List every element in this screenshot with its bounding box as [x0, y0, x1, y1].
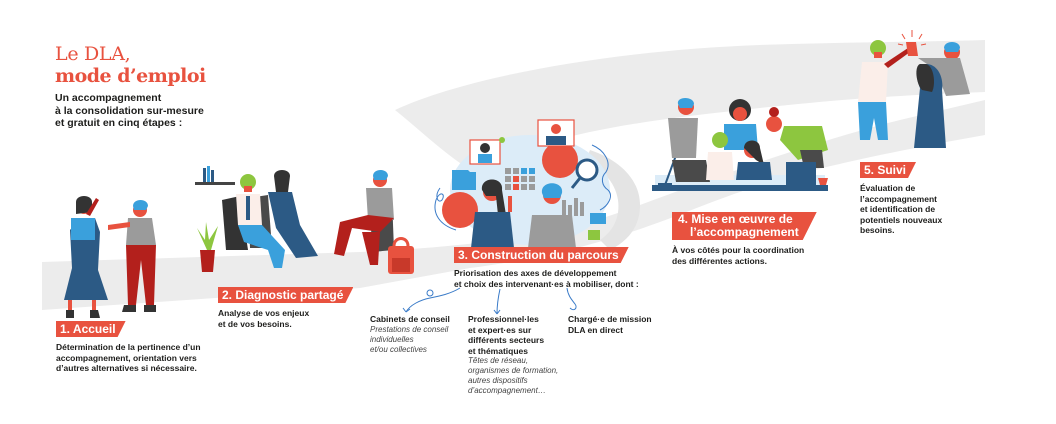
cup-icon: [818, 178, 828, 185]
step-2: 2. Diagnostic partagé Analyse de vos enj…: [218, 286, 378, 329]
plant-icon: [197, 222, 218, 272]
pointer-arrows: [402, 287, 577, 315]
page-title-line1: Le DLA,: [55, 43, 131, 65]
desk: [652, 185, 828, 191]
step-4: 4. Mise en œuvre de l’accompagnement À v…: [672, 212, 852, 266]
step1-illustration: [64, 196, 156, 318]
chart-icon: [562, 198, 584, 216]
calendar-icon: [505, 168, 535, 190]
step4-illustration: [652, 98, 828, 191]
folder-icon: [452, 170, 476, 190]
swoosh-curl: [585, 150, 640, 250]
laptop-icon: [672, 160, 710, 182]
step-3-description: Priorisation des axes de développement e…: [454, 268, 639, 289]
step-3: 3. Construction du parcours Priorisation…: [454, 246, 674, 289]
step-5-label: 5. Suivi: [860, 162, 916, 178]
box-icon: [71, 218, 95, 240]
step-4-description: À vos côtés pour la coordination des dif…: [672, 245, 805, 266]
step-1: 1. Accueil Détermination de la pertinenc…: [56, 320, 236, 374]
step3-illustration: [434, 119, 611, 248]
page-title-line2: mode d’emploi: [55, 65, 206, 87]
step-4-label: 4. Mise en œuvre de l’accompagnement: [672, 212, 817, 240]
actor-charge-mission: Chargé·e de mission DLA en direct: [568, 314, 652, 335]
page-subtitle: Un accompagnement à la consolidation sur…: [55, 92, 204, 129]
envelope-icon: [590, 213, 606, 224]
step-3-label: 3. Construction du parcours: [454, 247, 629, 263]
bookshelf-icon: [195, 182, 235, 185]
actor-cabinets: Cabinets de conseil Prestations de conse…: [370, 314, 450, 354]
step5-illustration: [858, 30, 970, 148]
step-2-label: 2. Diagnostic partagé: [218, 287, 353, 303]
backpack-icon: [388, 237, 414, 274]
video-call-icon: [469, 119, 575, 165]
actor-professionnels: Professionnel·les et expert·es sur diffé…: [468, 314, 559, 395]
step-5-description: Évaluation de l’accompagnement et identi…: [860, 183, 943, 235]
step-1-label: 1. Accueil: [56, 321, 126, 337]
step-5: 5. Suivi Évaluation de l’accompagnement …: [860, 161, 980, 236]
magnifier-icon: [570, 158, 599, 189]
header: Le DLA, mode d’emploi Un accompagnement …: [55, 43, 206, 130]
checkmark-icon: [499, 137, 505, 143]
step-1-description: Détermination de la pertinence d’un acco…: [56, 342, 201, 373]
gear-icon: [442, 192, 478, 228]
step-2-description: Analyse de vos enjeux et de vos besoins.: [218, 308, 310, 329]
high-five-icon: [897, 30, 927, 56]
step2-illustration: [195, 166, 414, 274]
